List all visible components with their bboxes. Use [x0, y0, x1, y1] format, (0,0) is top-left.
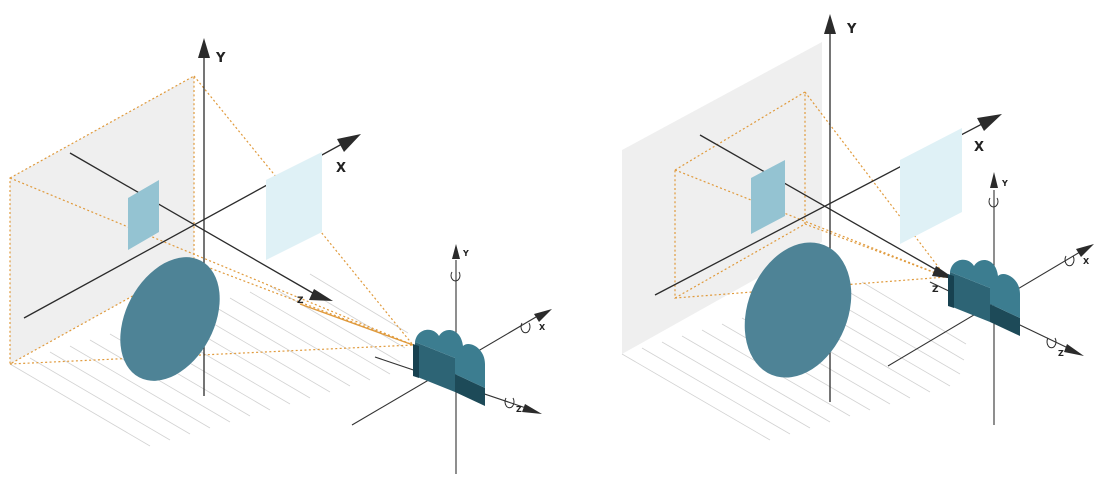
light-square	[900, 128, 962, 244]
frustum-lines	[674, 90, 947, 300]
camera-y-arrow	[990, 172, 998, 188]
camera-z-label: Z	[1058, 349, 1064, 358]
camera-x-rotation-icon	[520, 322, 531, 334]
camera-y-label: Y	[1001, 179, 1008, 188]
camera-top	[950, 259, 1020, 318]
scene-left: Y X Z Y X Z	[9, 38, 552, 474]
camera-top	[415, 329, 485, 388]
camera-z-arrow	[1064, 344, 1084, 356]
camera-y-arrow	[452, 244, 460, 259]
small-square	[128, 180, 159, 250]
camera-y-label: Y	[462, 249, 469, 258]
world-x-label: X	[974, 140, 984, 155]
camera-x-arrow	[534, 309, 552, 322]
camera-z-label: Z	[516, 405, 522, 414]
camera-body-side	[990, 304, 1020, 336]
camera-body-side	[455, 374, 485, 406]
ellipse	[120, 257, 220, 381]
world-axes	[654, 14, 1002, 402]
world-z-arrow	[309, 289, 333, 301]
camera-y-rotation-icon	[988, 197, 999, 208]
camera-y-rotation-icon	[450, 271, 461, 282]
world-z-label: Z	[297, 296, 304, 306]
world-y-label: Y	[215, 51, 226, 66]
ellipse	[744, 242, 852, 378]
world-x-label: X	[336, 161, 346, 176]
camera-z-arrow	[522, 404, 542, 414]
camera-z-rotation-icon	[504, 397, 515, 409]
camera-z-rotation-icon	[1046, 337, 1057, 349]
camera-x-arrow	[1076, 244, 1094, 257]
scene-right: Y X Z Y X Z	[621, 14, 1094, 441]
projection-plane	[622, 42, 822, 354]
camera-sight-line	[299, 303, 414, 346]
camera-lens	[413, 344, 419, 378]
world-y-arrow	[198, 38, 210, 58]
camera-lens	[948, 274, 954, 308]
world-y-label: Y	[846, 22, 857, 37]
camera	[413, 329, 485, 406]
small-square	[751, 160, 785, 234]
projection-plane	[10, 76, 194, 364]
world-x-arrow	[977, 114, 1002, 131]
camera	[948, 259, 1020, 336]
camera-body-front	[415, 342, 455, 392]
world-y-arrow	[824, 14, 836, 34]
light-square	[266, 152, 322, 260]
camera-x-label: X	[1083, 257, 1090, 266]
camera-x-label: X	[539, 323, 546, 332]
camera-body-front	[950, 272, 990, 322]
world-x-arrow	[337, 134, 361, 152]
camera-x-rotation-icon	[1064, 255, 1075, 267]
world-z-label: Z	[932, 285, 939, 295]
